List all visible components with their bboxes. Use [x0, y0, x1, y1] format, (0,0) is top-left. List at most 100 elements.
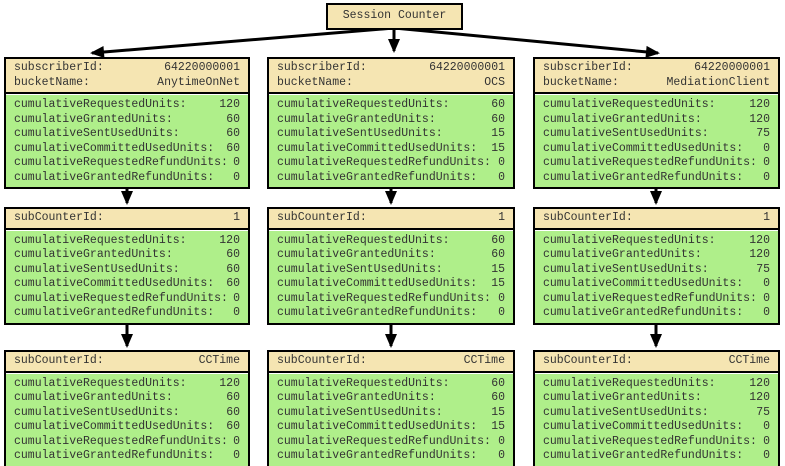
field-row: subCounterId:1 — [277, 211, 505, 226]
field-row: cumulativeGrantedUnits: 60 — [14, 391, 240, 406]
field-label: cumulativeRequestedUnits: — [543, 376, 716, 390]
field-label: cumulativeSentUsedUnits: — [277, 127, 443, 140]
field-value: 75 — [756, 405, 770, 419]
field-value: 1 — [498, 211, 505, 224]
field-row: cumulativeGrantedUnits:60 — [277, 113, 505, 128]
field-value: 0 — [498, 449, 505, 462]
bucket-box-mediationclient: subscriberId:64220000001 bucketName:Medi… — [533, 57, 780, 189]
field-row: cumulativeCommittedUsedUnits:60 — [14, 420, 240, 435]
field-row: cumulativeCommittedUsedUnits:15 — [277, 142, 505, 157]
field-row: subscriberId:64220000001 — [543, 61, 770, 76]
field-label: cumulativeRequestedRefundUnits: — [277, 291, 491, 305]
bucket-box-anytimeonnet: subscriberId: 64220000001 bucketName: Anyt… — [4, 57, 250, 189]
field-label: cumulativeGrantedRefundUnits: — [277, 170, 478, 184]
field-label: bucketName: — [543, 75, 619, 89]
field-label: cumulativeGrantedUnits: — [543, 112, 702, 126]
field-value: 0 — [763, 277, 770, 290]
field-label: subCounterId: — [14, 211, 104, 224]
field-label: cumulativeRequestedUnits: — [14, 233, 187, 247]
field-value: 60 — [491, 391, 505, 404]
field-label: cumulativeGrantedRefundUnits: — [543, 449, 744, 462]
field-row: cumulativeGrantedRefundUnits:0 — [543, 171, 770, 186]
field-row: bucketName:MediationClient — [543, 76, 770, 91]
field-row: bucketName: OCS — [277, 76, 505, 91]
field-row: cumulativeCommittedUsedUnits: 0 — [543, 420, 770, 435]
field-row: cumulativeRequestedUnits:120 — [14, 377, 240, 392]
field-value: 15 — [491, 127, 505, 140]
field-row: cumulativeCommittedUsedUnits:15 — [277, 277, 505, 292]
subcounter-box-anytimeonnet-1: subCounterId:1 cumulativeRequestedUnits:… — [4, 207, 250, 325]
box-header: subscriberId: 64220000001 bucketName: Anyt… — [6, 59, 248, 94]
field-value: 0 — [763, 420, 770, 433]
field-row: cumulativeRequestedRefundUnits:0 — [277, 156, 505, 171]
box-header: subCounterId:1 — [269, 209, 513, 230]
field-row: cumulativeCommittedUsedUnits:0 — [543, 277, 770, 292]
field-label: subscriberId: — [14, 61, 104, 74]
field-label: cumulativeGrantedRefundUnits: — [543, 170, 744, 184]
field-label: cumulativeRequestedRefundUnits: — [14, 156, 228, 169]
field-value: 75 — [756, 127, 770, 140]
field-value: 120 — [749, 112, 770, 126]
field-value: 75 — [756, 262, 770, 276]
field-label: bucketName: — [277, 75, 353, 89]
field-value: OCS — [484, 75, 505, 89]
field-row: cumulativeRequestedRefundUnits:0 — [277, 292, 505, 307]
field-label: cumulativeRequestedRefundUnits: — [14, 434, 228, 448]
field-value: AnytimeOnNet — [157, 75, 240, 89]
field-row: cumulativeRequestedRefundUnits:0 — [14, 292, 240, 307]
field-value: 60 — [226, 112, 240, 126]
box-header: subCounterId:CCTime — [6, 352, 248, 373]
field-value: 0 — [763, 156, 770, 169]
field-label: cumulativeGrantedUnits: — [543, 248, 702, 261]
field-value: 15 — [491, 405, 505, 419]
field-row: cumulativeSentUsedUnits:15 — [277, 406, 505, 421]
box-body: cumulativeRequestedUnits:60 cumulativeGr… — [269, 229, 513, 323]
field-label: subscriberId: — [277, 61, 367, 74]
field-value: 64220000001 — [164, 61, 240, 74]
field-row: bucketName: AnytimeOnNet — [14, 76, 240, 91]
field-row: cumulativeRequestedRefundUnits:0 — [543, 156, 770, 171]
field-row: cumulativeRequestedRefundUnits:0 — [14, 435, 240, 450]
field-value: 0 — [763, 141, 770, 155]
box-header: subscriberId:64220000001 bucketName:Medi… — [535, 59, 778, 94]
field-label: bucketName: — [14, 75, 90, 89]
field-row: cumulativeRequestedRefundUnits:0 — [277, 435, 505, 450]
field-label: cumulativeGrantedUnits: — [14, 391, 173, 404]
field-row: cumulativeRequestedUnits:120 — [543, 98, 770, 113]
field-value: 60 — [491, 376, 505, 390]
subcounter-box-ocs-cctime: subCounterId:CCTime cumulativeRequestedU… — [267, 350, 515, 466]
field-label: cumulativeSentUsedUnits: — [543, 405, 709, 419]
field-label: cumulativeCommittedUsedUnits: — [277, 420, 478, 433]
field-label: cumulativeSentUsedUnits: — [14, 262, 180, 276]
field-value: 60 — [491, 98, 505, 111]
box-body: cumulativeRequestedUnits: 120 cumulativeG… — [6, 229, 248, 323]
field-row: cumulativeGrantedUnits:60 — [14, 248, 240, 263]
field-label: cumulativeRequestedRefundUnits: — [543, 291, 757, 305]
field-value: 0 — [763, 434, 770, 448]
box-header: subCounterId:CCTime — [269, 352, 513, 373]
field-value: 60 — [491, 112, 505, 126]
arrow-root-to-mediationclient-icon — [393, 26, 660, 58]
field-value: 120 — [219, 233, 240, 247]
field-row: cumulativeRequestedUnits: 60 — [277, 98, 505, 113]
field-value: 120 — [749, 248, 770, 261]
field-row: cumulativeSentUsedUnits: 75 — [543, 263, 770, 278]
field-label: cumulativeRequestedRefundUnits: — [277, 156, 491, 169]
field-row: subscriberId: 64220000001 — [14, 61, 240, 76]
field-label: cumulativeSentUsedUnits: — [543, 262, 709, 276]
field-row: cumulativeCommittedUsedUnits:60 — [14, 142, 240, 157]
field-row: subCounterId:1 — [14, 211, 240, 226]
field-label: cumulativeGrantedRefundUnits: — [14, 170, 215, 184]
field-row: cumulativeGrantedUnits: 60 — [277, 391, 505, 406]
field-label: subscriberId: — [543, 61, 633, 74]
box-header: subCounterId:1 — [535, 209, 778, 230]
field-label: cumulativeCommittedUsedUnits: — [14, 420, 215, 433]
field-label: cumulativeCommittedUsedUnits: — [543, 420, 744, 433]
field-label: cumulativeRequestedUnits: — [14, 98, 187, 111]
field-label: cumulativeRequestedUnits: — [543, 233, 716, 247]
field-label: cumulativeGrantedUnits: — [14, 112, 173, 126]
field-label: cumulativeGrantedUnits: — [543, 391, 702, 404]
field-label: cumulativeRequestedUnits: — [277, 98, 450, 111]
field-label: cumulativeGrantedUnits: — [277, 391, 436, 404]
field-value: 60 — [226, 391, 240, 404]
